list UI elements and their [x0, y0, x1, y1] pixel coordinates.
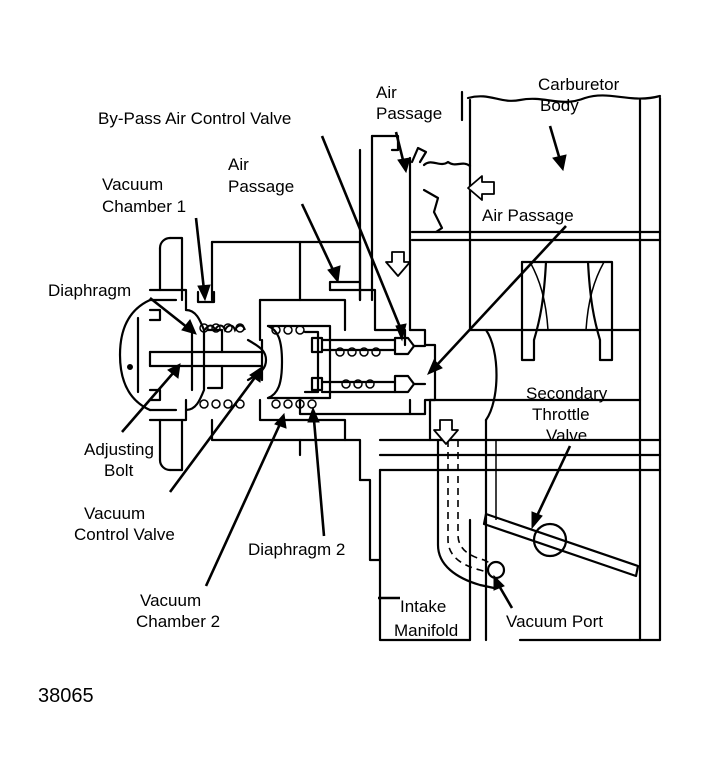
label-carburetor-body-line1: Carburetor — [538, 75, 620, 94]
label-bypass-air-control-valve: By-Pass Air Control Valve — [98, 109, 291, 128]
diaphragm-2-assembly — [266, 324, 332, 409]
label-adjusting-bolt-line1: Adjusting — [84, 440, 154, 459]
flow-arrow-left — [467, 175, 495, 201]
flow-arrow-down-1 — [385, 251, 411, 277]
carburetor-body — [378, 90, 662, 642]
air-flow-arrows — [385, 175, 495, 445]
label-vacuum-chamber-2-line2: Chamber 2 — [136, 612, 220, 631]
label-diaphragm: Diaphragm — [48, 281, 131, 300]
intake-manifold — [298, 328, 506, 642]
label-secondary-throttle-line3: Valve — [546, 426, 587, 445]
label-vacuum-control-valve-line1: Vacuum — [84, 504, 145, 523]
label-vacuum-chamber-1-line1: Vacuum — [102, 175, 163, 194]
label-adjusting-bolt-line2: Bolt — [104, 461, 134, 480]
label-carburetor-body-line2: Body — [540, 96, 579, 115]
leader-arrows — [121, 125, 572, 609]
label-intake-manifold-line1: Intake — [400, 597, 446, 616]
label-air-passage-top-line2: Passage — [376, 104, 442, 123]
figure-number: 38065 — [38, 685, 94, 707]
diaphragm-1-assembly — [148, 290, 268, 412]
label-air-passage-mid-line1: Air — [228, 155, 249, 174]
flow-arrow-down-2 — [433, 419, 459, 445]
label-intake-manifold-line2: Manifold — [394, 621, 458, 640]
label-vacuum-control-valve-line2: Control Valve — [74, 525, 175, 544]
label-secondary-throttle-line2: Throttle — [532, 405, 590, 424]
label-vacuum-chamber-2-line1: Vacuum — [140, 591, 201, 610]
labels: By-Pass Air Control Valve Air Passage Ca… — [38, 75, 620, 707]
label-air-passage-mid-line2: Passage — [228, 177, 294, 196]
label-vacuum-port: Vacuum Port — [506, 612, 603, 631]
label-vacuum-chamber-1-line2: Chamber 1 — [102, 197, 186, 216]
label-diaphragm-2: Diaphragm 2 — [248, 540, 345, 559]
label-secondary-throttle-line1: Secondary — [526, 384, 608, 403]
valve-housing — [118, 236, 437, 482]
bypass-valve — [320, 336, 427, 394]
label-air-passage-top-line1: Air — [376, 83, 397, 102]
label-air-passage-right: Air Passage — [482, 206, 574, 225]
